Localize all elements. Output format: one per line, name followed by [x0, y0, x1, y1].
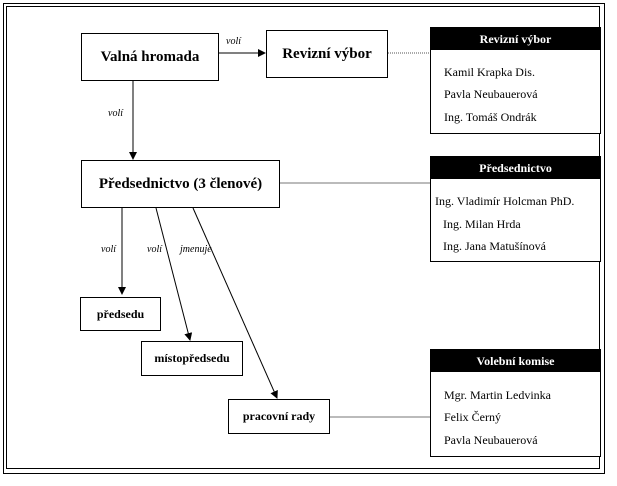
panel-member: Kamil Krapka Dis.: [444, 65, 535, 79]
node-pracovni-rady: pracovní rady: [228, 399, 330, 434]
edge-label-vh-rv: volí: [226, 36, 241, 47]
edge-label-pr-predsedu: volí: [101, 244, 116, 255]
node-revizni-vybor: Revizní výbor: [266, 30, 388, 78]
panel-title: Předsednictvo: [431, 157, 600, 179]
panel-member: Felix Černý: [444, 410, 501, 424]
panel-predsednictvo: Předsednictvo Ing. Vladimír Holcman PhD.…: [430, 156, 601, 262]
panel-member: Ing. Vladimír Holcman PhD.: [435, 194, 575, 208]
node-predsedu: předsedu: [80, 297, 161, 331]
panel-title: Revizní výbor: [431, 28, 600, 50]
outer-frame: [3, 3, 605, 474]
panel-member: Ing. Tomáš Ondrák: [444, 110, 537, 124]
edge-pr-mistopredsedu: [155, 207, 193, 341]
edge-pr-rady: [192, 207, 278, 399]
edge-label-pr-mistopredsedu: volí: [147, 244, 162, 255]
node-predsednictvo: Předsednictvo (3 členové): [81, 160, 280, 208]
node-valna-hromada: Valná hromada: [81, 33, 219, 81]
panel-member: Pavla Neubauerová: [444, 87, 538, 101]
edge-label-pr-rady: jmenuje: [180, 244, 212, 255]
panel-member: Pavla Neubauerová: [444, 433, 538, 447]
edge-label-vh-pr: volí: [108, 108, 123, 119]
panel-member: Ing. Milan Hrda: [443, 217, 521, 231]
panel-volebni-komise: Volební komise Mgr. Martin Ledvinka Feli…: [430, 349, 601, 457]
panel-member: Mgr. Martin Ledvinka: [444, 388, 551, 402]
panel-title: Volební komise: [431, 350, 600, 372]
node-mistopredsedu: místopředsedu: [141, 341, 243, 376]
panel-revizni-vybor: Revizní výbor Kamil Krapka Dis. Pavla Ne…: [430, 27, 601, 134]
panel-member: Ing. Jana Matušínová: [443, 239, 546, 253]
